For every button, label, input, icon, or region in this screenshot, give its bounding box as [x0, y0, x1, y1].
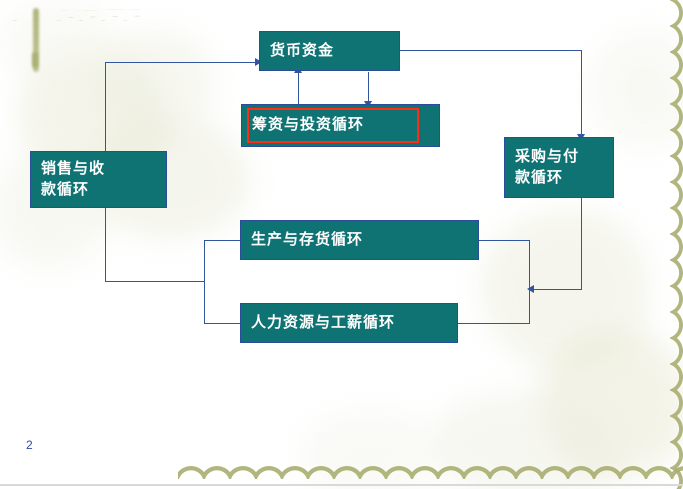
edge-production-left-stub [204, 240, 240, 241]
watercolor-blob [540, 330, 683, 480]
ornament-scallop-right [670, 0, 683, 489]
edge-hr-left-stub [204, 323, 240, 324]
edge-money-to-purchase-vertical [581, 50, 582, 136]
ornament-scallop-bottom [178, 466, 683, 479]
node-financing-label: 筹资与投资循环 [252, 116, 365, 134]
watercolor-blob [0, 0, 120, 90]
node-hr-label: 人力资源与工薪循环 [251, 313, 396, 331]
ornament-vertical-stroke [33, 8, 39, 72]
watercolor-blob [430, 390, 620, 489]
edge-right-bus-production-stub [478, 240, 530, 241]
slide-baseline [0, 484, 683, 486]
node-sales[interactable]: 销售与收 款循环 [30, 151, 167, 208]
edge-left-bus-to-sales-vertical [105, 208, 106, 282]
node-production-label: 生产与存货循环 [251, 230, 364, 248]
watercolor-blob [300, 410, 440, 489]
node-money-label: 货币资金 [270, 41, 335, 59]
edge-right-bus-hr-stub [458, 323, 530, 324]
arrow-into-money-left [255, 58, 262, 66]
watercolor-blob [480, 210, 650, 370]
watercolor-blob [590, 30, 683, 150]
arrow-into-right-bus [527, 285, 534, 293]
edge-money-to-financing [368, 72, 369, 104]
watercolor-blob [95, 30, 215, 140]
node-financing[interactable]: 筹资与投资循环 [241, 104, 440, 147]
node-hr[interactable]: 人力资源与工薪循环 [240, 303, 458, 343]
edge-left-bus-to-sales-horizontal [105, 281, 205, 282]
node-sales-label: 销售与收 款循环 [41, 160, 106, 198]
edge-right-bus-vertical [529, 240, 530, 324]
edge-financing-to-money [298, 72, 299, 108]
ornament-vertical-stroke-lower [32, 52, 38, 68]
edge-left-bus-vertical [204, 240, 205, 324]
node-production[interactable]: 生产与存货循环 [240, 220, 479, 260]
edge-sales-to-money-horizontal [105, 62, 259, 63]
edge-sales-to-money-vertical [105, 62, 106, 151]
node-purchase-label: 采购与付 款循环 [515, 148, 580, 186]
edge-purchase-to-right-bus-horizontal [534, 289, 582, 290]
node-purchase[interactable]: 采购与付 款循环 [504, 137, 614, 198]
ornament-wave-top-right [59, 9, 141, 18]
edge-money-to-purchase-horizontal [400, 50, 582, 51]
page-number: 2 [26, 438, 33, 452]
ornament-wave-top [4, 14, 140, 21]
node-money[interactable]: 货币资金 [259, 31, 400, 71]
edge-purchase-down-vertical [581, 198, 582, 290]
